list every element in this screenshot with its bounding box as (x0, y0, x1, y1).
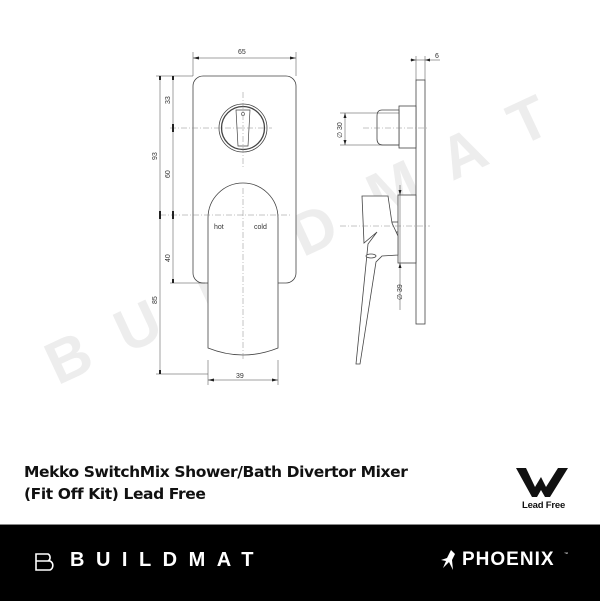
svg-text:T: T (498, 82, 560, 158)
technical-drawing: B U I L D M A T (35, 49, 559, 397)
product-title-line-2: (Fit Off Kit) Lead Free (24, 485, 206, 503)
svg-text:33: 33 (165, 96, 172, 104)
hot-label: hot (214, 224, 224, 231)
svg-text:39: 39 (236, 373, 244, 380)
svg-text:40: 40 (165, 254, 172, 262)
front-view (192, 75, 297, 356)
svg-text:93: 93 (152, 152, 159, 160)
cold-label: cold (254, 224, 267, 231)
watermark: B U I L D M A T (35, 82, 559, 397)
trademark-symbol: ™ (564, 551, 568, 556)
svg-text:U: U (104, 287, 172, 366)
svg-text:A: A (429, 114, 497, 193)
phoenix-logo-icon (441, 550, 455, 570)
svg-text:85: 85 (152, 296, 159, 304)
buildmat-logo-icon (35, 553, 54, 571)
svg-text:60: 60 (165, 170, 172, 178)
side-view (355, 79, 426, 365)
buildmat-brand: BUILDMAT (70, 549, 265, 571)
footer-bar: BUILDMAT PHOENIX ™ (0, 524, 600, 601)
lead-free-label: Lead Free (522, 500, 566, 511)
svg-text:B: B (35, 318, 103, 397)
svg-text:65: 65 (238, 49, 246, 56)
svg-text:6: 6 (435, 53, 439, 60)
svg-text:∅ 39: ∅ 39 (397, 284, 404, 300)
svg-text:∅ 30: ∅ 30 (337, 122, 344, 138)
phoenix-brand: PHOENIX (462, 549, 555, 570)
product-title-line-1: Mekko SwitchMix Shower/Bath Divertor Mix… (24, 463, 408, 481)
product-title: Mekko SwitchMix Shower/Bath Divertor Mix… (24, 461, 408, 505)
wels-w-icon (516, 468, 568, 497)
